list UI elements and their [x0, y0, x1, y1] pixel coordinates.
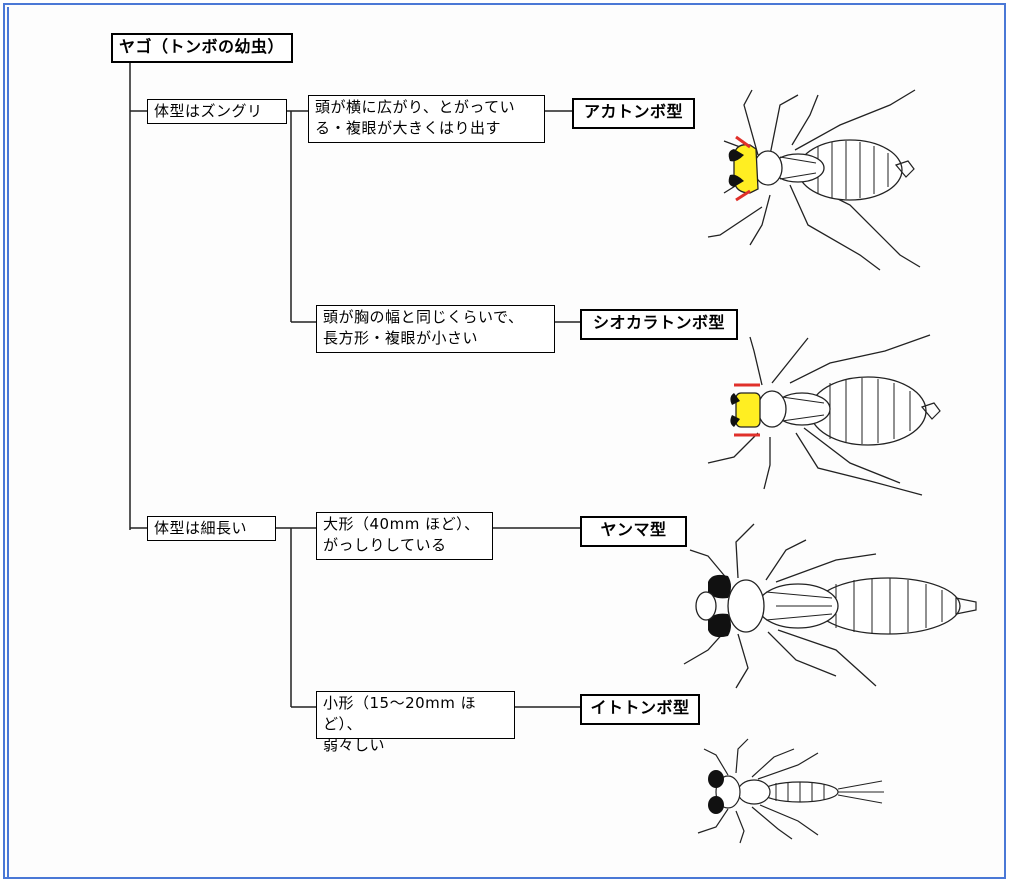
akatonbo-larva-illustration — [707, 89, 921, 271]
itotonbo-eye-right — [708, 796, 724, 814]
root-node: ヤゴ（トンボの幼虫） — [111, 33, 293, 63]
branch-label-stout: 体型はズングリ — [147, 99, 287, 124]
branch-label-slender: 体型は細長い — [147, 516, 276, 541]
yanma-eye-left — [708, 574, 731, 599]
description-shiokaratonbo: 頭が胸の幅と同じくらいで、 長方形・複眼が小さい — [316, 305, 555, 353]
result-akatonbo: アカトンボ型 — [572, 98, 695, 129]
shiokaratonbo-head-highlight — [735, 392, 761, 428]
result-itotonbo: イトトンボ型 — [580, 694, 700, 725]
result-yanma: ヤンマ型 — [580, 516, 687, 547]
itotonbo-eye-left — [708, 770, 724, 788]
result-shiokaratonbo: シオカラトンボ型 — [580, 309, 738, 340]
shiokaratonbo-larva-illustration — [707, 334, 941, 496]
yanma-eye-right — [708, 613, 731, 638]
description-yanma: 大形（40mm ほど）、 がっしりしている — [316, 512, 493, 560]
yanma-larva-illustration — [683, 523, 977, 689]
description-akatonbo: 頭が横に広がり、とがってい る・複眼が大きくはり出す — [308, 95, 545, 143]
itotonbo-larva-illustration — [697, 738, 884, 844]
description-itotonbo: 小形（15〜20mm ほど）、 弱々しい — [316, 691, 515, 754]
